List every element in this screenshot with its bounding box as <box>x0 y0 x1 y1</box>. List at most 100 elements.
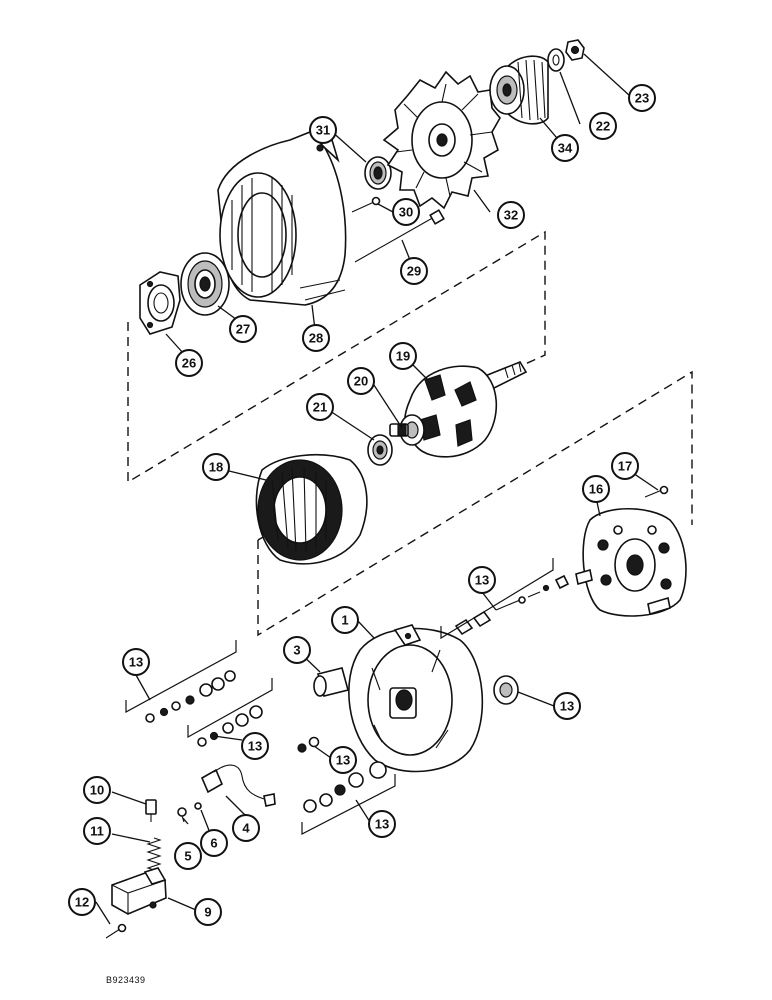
callout-label: 26 <box>182 356 196 371</box>
sleeve <box>313 667 349 697</box>
brush-spring <box>146 837 162 871</box>
callout-label: 13 <box>336 753 350 768</box>
callout-10: 10 <box>83 776 111 804</box>
callout-label: 3 <box>293 643 300 658</box>
callout-label: 34 <box>558 141 573 156</box>
slip-ring <box>397 424 407 436</box>
capacitor <box>200 764 276 807</box>
callout-label: 10 <box>90 783 104 798</box>
callout-30: 30 <box>392 198 420 226</box>
lock-washer <box>194 802 202 810</box>
drive-end-housing <box>217 131 347 306</box>
callouts: 1 3 4 5 6 9 10 11 12 13 13 13 13 13 13 1… <box>68 84 656 926</box>
callout-31: 31 <box>309 116 337 144</box>
figure-code: B923439 <box>106 975 146 985</box>
washer <box>547 48 565 72</box>
callout-label: 13 <box>475 573 489 588</box>
rectifier-bridge <box>575 507 687 617</box>
callout-16: 16 <box>582 475 610 503</box>
leader-lines <box>95 53 659 925</box>
screw <box>351 196 381 213</box>
callout-label: 13 <box>560 699 574 714</box>
callout-20: 20 <box>347 367 375 395</box>
callout-13-right: 13 <box>553 692 581 720</box>
callout-5: 5 <box>174 842 202 870</box>
terminal-hardware-set-lower <box>303 761 387 813</box>
callout-18: 18 <box>202 453 230 481</box>
callout-label: 13 <box>129 655 143 670</box>
cooling-fan <box>382 70 501 210</box>
callout-label: 30 <box>399 205 413 220</box>
callout-label: 29 <box>407 264 421 279</box>
callout-17: 17 <box>611 452 639 480</box>
callout-label: 11 <box>90 824 104 839</box>
through-bolt <box>354 209 445 263</box>
callout-label: 20 <box>354 374 368 389</box>
slip-ring-end-housing <box>348 624 484 773</box>
terminal-hardware-set-centre <box>297 736 320 753</box>
callout-label: 16 <box>589 482 603 497</box>
callout-label: 1 <box>341 613 348 628</box>
callout-19: 19 <box>389 342 417 370</box>
rotor <box>389 361 528 458</box>
callout-3: 3 <box>283 636 311 664</box>
callout-23: 23 <box>628 84 656 112</box>
terminal-hardware-set-left-a <box>145 670 236 723</box>
callout-13-lower: 13 <box>368 810 396 838</box>
rectifier-screw <box>644 485 669 498</box>
brush-holder-regulator <box>111 867 167 915</box>
callout-9: 9 <box>194 898 222 926</box>
callout-label: 6 <box>210 836 217 851</box>
callout-1: 1 <box>331 606 359 634</box>
terminal-bushing <box>493 675 519 705</box>
bracket-lower <box>301 774 396 835</box>
callout-12: 12 <box>68 888 96 916</box>
bracket-upper-right <box>440 558 554 640</box>
callout-label: 23 <box>635 91 649 106</box>
rotor-bearing <box>367 434 393 466</box>
callout-label: 5 <box>184 849 191 864</box>
callout-4: 4 <box>232 814 260 842</box>
carbon-brush <box>145 799 157 822</box>
callout-26: 26 <box>175 349 203 377</box>
drive-pulley <box>489 55 549 125</box>
callout-label: 17 <box>618 459 632 474</box>
callout-label: 13 <box>248 739 262 754</box>
assembly-line-front <box>257 370 693 637</box>
callout-13-centre: 13 <box>329 746 357 774</box>
callout-label: 13 <box>375 817 389 832</box>
callout-21: 21 <box>306 393 334 421</box>
callout-6: 6 <box>200 829 228 857</box>
callout-29: 29 <box>400 257 428 285</box>
capacitor-screw <box>177 807 187 823</box>
callout-label: 18 <box>209 460 223 475</box>
callout-label: 27 <box>236 322 250 337</box>
callout-label: 19 <box>396 349 410 364</box>
pulley-nut <box>565 39 585 61</box>
assembly-line-rear <box>127 230 546 484</box>
callout-27: 27 <box>229 315 257 343</box>
callout-label: 21 <box>313 400 327 415</box>
callout-13-left-a: 13 <box>122 648 150 676</box>
terminal-hardware-set-upper <box>454 574 570 636</box>
callout-28: 28 <box>302 324 330 352</box>
callout-label: 12 <box>75 895 89 910</box>
bracket-left-a <box>125 640 237 714</box>
callout-13-left-b: 13 <box>241 732 269 760</box>
callout-34: 34 <box>551 134 579 162</box>
callout-label: 9 <box>204 905 211 920</box>
callout-label: 22 <box>596 119 610 134</box>
bracket-left-b <box>187 678 273 739</box>
callout-label: 31 <box>316 123 330 138</box>
callout-label: 28 <box>309 331 323 346</box>
bearing-retainer-plate <box>139 271 181 335</box>
terminal-hardware-set-left-b <box>197 705 263 747</box>
callout-label: 4 <box>242 821 250 836</box>
front-bearing <box>364 156 392 190</box>
callout-22: 22 <box>589 112 617 140</box>
callout-label: 32 <box>504 208 518 223</box>
brush-holder-screw <box>105 923 127 939</box>
callout-13-upper-right: 13 <box>468 566 496 594</box>
callout-11: 11 <box>83 817 111 845</box>
